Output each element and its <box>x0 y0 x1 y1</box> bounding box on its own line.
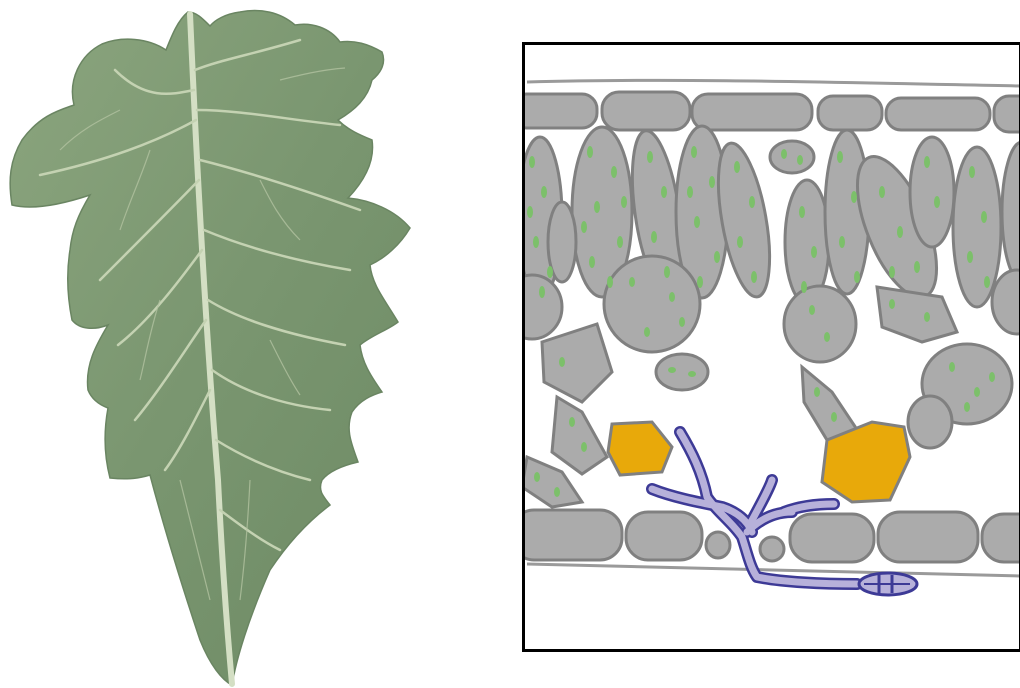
palisade-layer <box>522 126 1020 308</box>
spore <box>859 573 917 595</box>
upper-epidermis <box>522 92 1020 132</box>
cross-section-svg <box>522 42 1020 652</box>
infected-cell-left <box>608 422 672 475</box>
upper-cuticle <box>527 80 1020 86</box>
leaf-svg <box>0 0 430 688</box>
leaf-cross-section-diagram <box>522 42 1020 652</box>
leaf-illustration <box>0 0 430 688</box>
